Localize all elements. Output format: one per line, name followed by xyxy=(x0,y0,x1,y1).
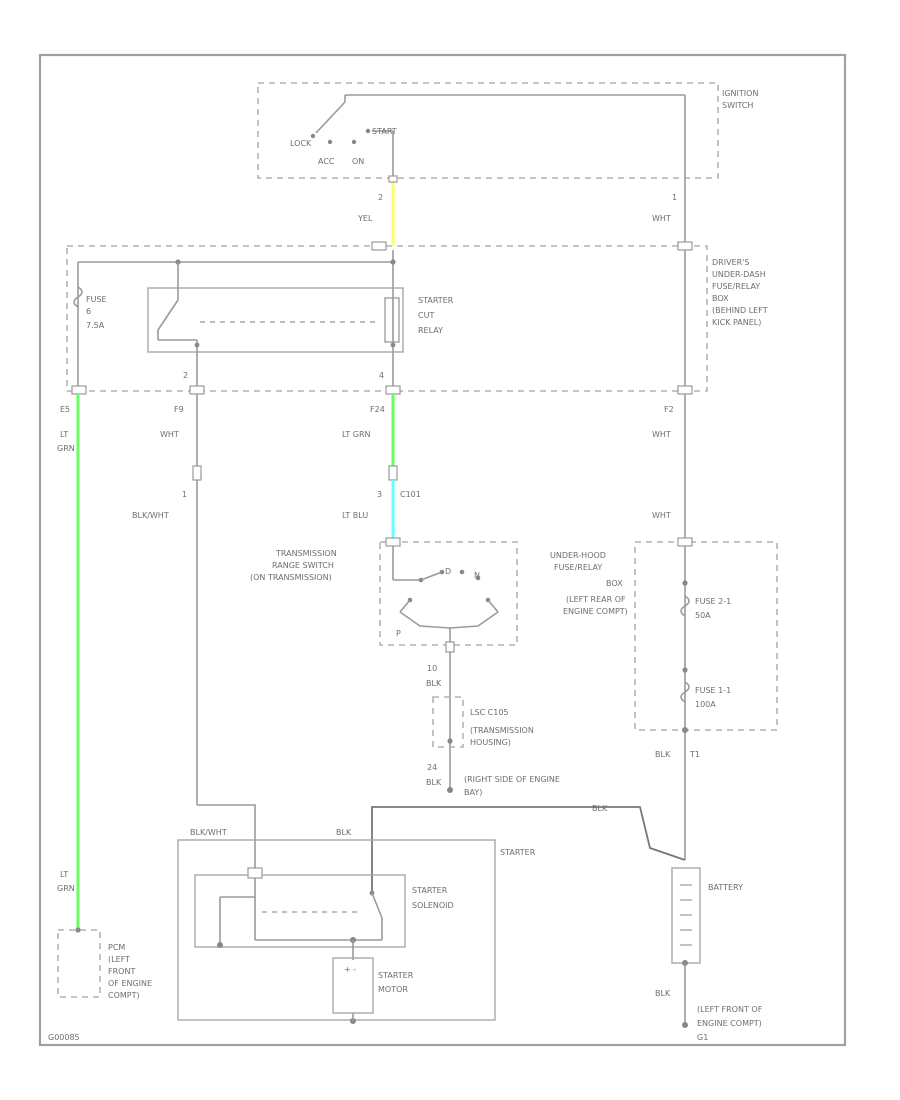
motor-terminals: + - xyxy=(344,965,356,974)
trans-label-2: RANGE SWITCH xyxy=(272,561,334,570)
relay-label-2: CUT xyxy=(418,311,434,320)
starter-assembly: STARTER STARTER SOLENOID + - STARTER MOT… xyxy=(177,839,536,1024)
underhood-label-3: BOX xyxy=(606,579,623,588)
wire-label-lt-grn-left-1: LT xyxy=(60,430,68,439)
pcm-label-1: PCM xyxy=(108,943,125,952)
relay-label-1: STARTER xyxy=(418,296,454,305)
wire-label-yel: YEL xyxy=(357,214,373,223)
motor-label-2: MOTOR xyxy=(378,985,408,994)
wire-pin-10: 10 xyxy=(427,664,437,673)
pcm-connector: LT GRN PCM (LEFT FRONT OF ENGINE COMPT) xyxy=(57,870,152,1000)
ignition-acc: ACC xyxy=(318,157,335,166)
wire-label-wht-f2: WHT xyxy=(652,430,671,439)
pcm-label-4: OF ENGINE xyxy=(108,979,152,988)
wire-label-blk-2: BLK xyxy=(426,778,442,787)
battery-ground-label-3: G1 xyxy=(697,1033,708,1042)
wire-label-lt-grn-mid: LT GRN xyxy=(342,430,371,439)
ground-right-label-2: BAY) xyxy=(464,788,482,797)
underdash-label-6: KICK PANEL) xyxy=(712,318,761,327)
conn-e5: E5 xyxy=(60,405,70,414)
fuse6-label-3: 7.5A xyxy=(86,321,105,330)
wire-label-wht-f9: WHT xyxy=(160,430,179,439)
wire-label-t1: T1 xyxy=(689,750,700,759)
relay-pin-4: 4 xyxy=(379,371,384,380)
wire-label-blk-right: BLK xyxy=(655,750,671,759)
diagram-frame xyxy=(38,53,847,1047)
underdash-fuse-relay-box: FUSE 6 7.5A STARTER CUT RELAY 2 4 DRIVER… xyxy=(66,241,768,395)
ignition-start: START xyxy=(372,127,397,136)
trans-d: D xyxy=(445,567,451,576)
wire-label-wht-top: WHT xyxy=(652,214,671,223)
wire-label-blk-ground: BLK xyxy=(655,989,671,998)
underhood-label-4: (LEFT REAR OF xyxy=(566,595,626,604)
wire-pin-3: 3 xyxy=(377,490,382,499)
relay-pin-2: 2 xyxy=(183,371,188,380)
relay-label-3: RELAY xyxy=(418,326,443,335)
ignition-pin-1: 1 xyxy=(672,193,677,202)
wire-label-blu: BLK xyxy=(592,804,608,813)
wire-pin-1: 1 xyxy=(182,490,187,499)
conn-f9: F9 xyxy=(174,405,184,414)
fuse6-label-1: FUSE xyxy=(86,295,107,304)
trans-label-1: TRANSMISSION xyxy=(275,549,337,558)
underdash-label-2: UNDER-DASH xyxy=(712,270,766,279)
wire-label-c101: C101 xyxy=(400,490,421,499)
underdash-label-5: (BEHIND LEFT xyxy=(712,306,768,315)
wire-label-blk-starter: BLK xyxy=(336,828,352,837)
wire-label-lt-grn-left-2: GRN xyxy=(57,444,75,453)
battery-ground-label-2: ENGINE COMPT) xyxy=(697,1019,762,1028)
solenoid-label-2: SOLENOID xyxy=(412,901,454,910)
wire-label-wht-mid: WHT xyxy=(652,511,671,520)
ground-right-label-1: (RIGHT SIDE OF ENGINE xyxy=(464,775,560,784)
underdash-label-1: DRIVER'S xyxy=(712,258,749,267)
underhood-label-1: UNDER-HOOD xyxy=(550,551,606,560)
underdash-label-4: BOX xyxy=(712,294,729,303)
wire-label-lt-grn-bot-1: LT xyxy=(60,870,68,879)
wire-label-blk-wht-2: BLK/WHT xyxy=(190,828,227,837)
lsc-connector: LSC C105 (TRANSMISSION HOUSING) xyxy=(432,696,534,748)
trans-n: N xyxy=(474,571,480,580)
starter-label: STARTER xyxy=(500,848,536,857)
fuse11-label-1: FUSE 1-1 xyxy=(695,686,731,695)
underhood-label-2: FUSE/RELAY xyxy=(554,563,602,572)
motor-label-1: STARTER xyxy=(378,971,414,980)
conn-f24: F24 xyxy=(370,405,385,414)
battery-ground-label-1: (LEFT FRONT OF xyxy=(697,1005,763,1014)
pcm-label-3: FRONT xyxy=(108,967,135,976)
fuse11-label-2: 100A xyxy=(695,700,716,709)
fuse21-label-1: FUSE 2-1 xyxy=(695,597,731,606)
fuse21-label-2: 50A xyxy=(695,611,711,620)
ignition-switch: IGNITION SWITCH LOCK ACC ON START 2 1 xyxy=(257,82,758,202)
trans-p: P xyxy=(396,629,401,638)
lsc-label-1: LSC C105 xyxy=(470,708,509,717)
lsc-label-3: HOUSING) xyxy=(470,738,511,747)
ignition-lock: LOCK xyxy=(290,139,312,148)
ignition-on: ON xyxy=(352,157,364,166)
underhood-label-5: ENGINE COMPT) xyxy=(563,607,628,616)
solenoid-label-1: STARTER xyxy=(412,886,448,895)
wire-label-blk-1: BLK xyxy=(426,679,442,688)
underhood-fuse-relay-box: FUSE 2-1 50A FUSE 1-1 100A UNDER-HOOD FU… xyxy=(550,537,778,860)
trans-label-3: (ON TRANSMISSION) xyxy=(250,573,332,582)
footer-code: G00085 xyxy=(48,1033,80,1042)
lsc-label-2: (TRANSMISSION xyxy=(470,726,534,735)
ignition-title-1: IGNITION xyxy=(722,89,758,98)
battery-label: BATTERY xyxy=(708,883,743,892)
conn-f2: F2 xyxy=(664,405,674,414)
wire-label-blk-wht: BLK/WHT xyxy=(132,511,169,520)
battery: BATTERY BLK (LEFT FRONT OF ENGINE COMPT)… xyxy=(655,867,763,1042)
wire-pin-24: 24 xyxy=(427,763,437,772)
transmission-range-switch: D N P TRANSMISSION RANGE SWITCH (ON TRAN… xyxy=(250,537,518,646)
pcm-label-2: (LEFT xyxy=(108,955,130,964)
wire-label-lt-blu: LT BLU xyxy=(342,511,368,520)
ignition-title-2: SWITCH xyxy=(722,101,753,110)
ignition-pin-2: 2 xyxy=(378,193,383,202)
wire-label-lt-grn-bot-2: GRN xyxy=(57,884,75,893)
underdash-label-3: FUSE/RELAY xyxy=(712,282,760,291)
pcm-label-5: COMPT) xyxy=(108,991,140,1000)
fuse6-label-2: 6 xyxy=(86,307,91,316)
